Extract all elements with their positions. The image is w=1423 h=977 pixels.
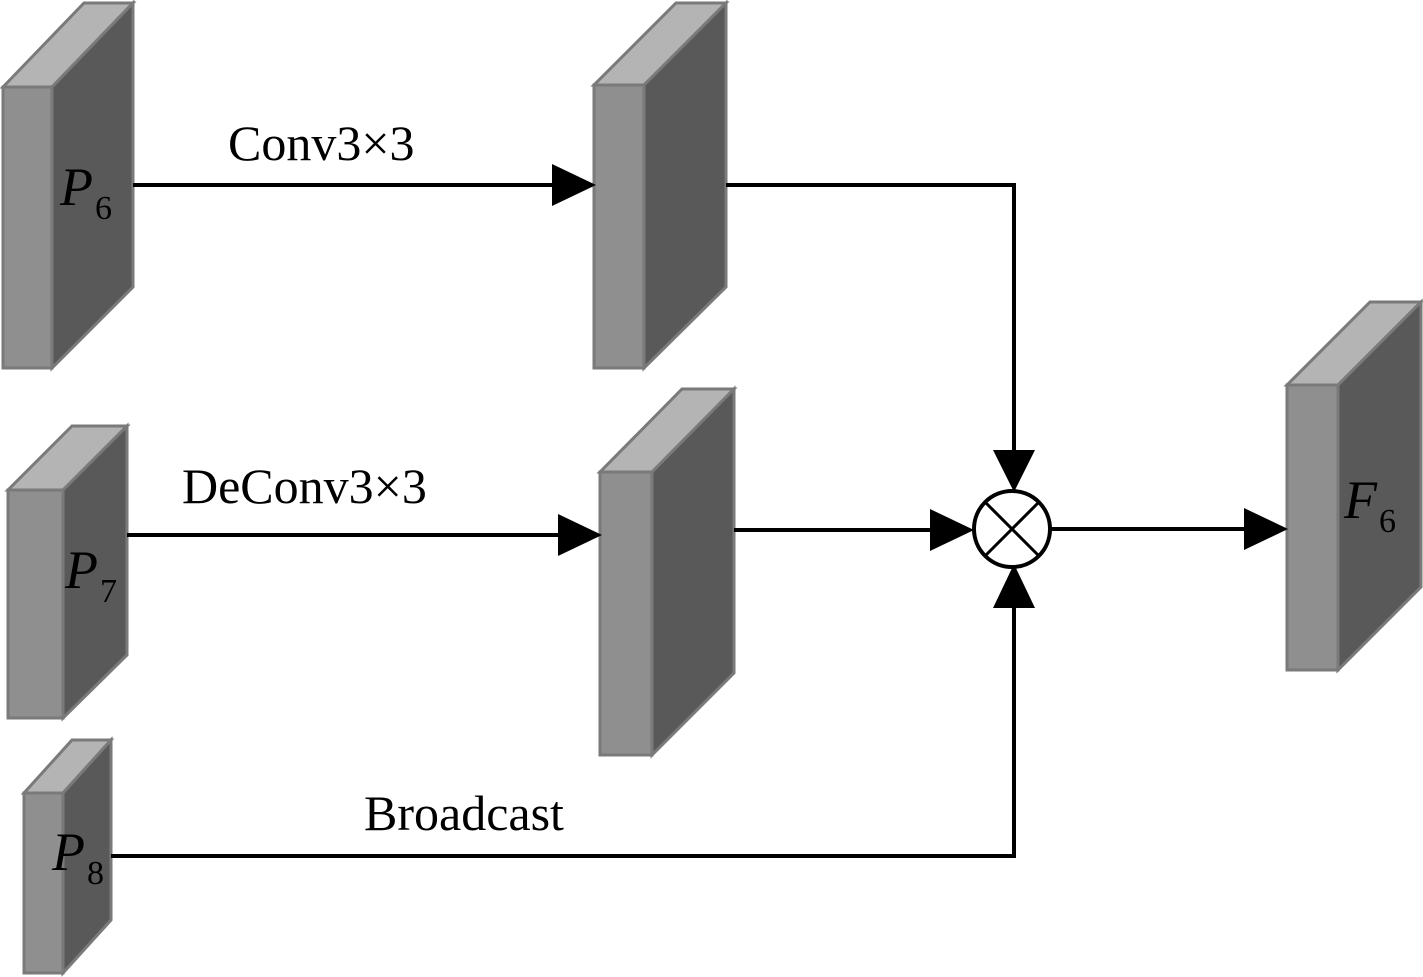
edge-conv-to-operator xyxy=(726,183,1035,492)
label-p7: P7 xyxy=(64,540,117,610)
edge-label-deconv: DeConv3×3 xyxy=(182,458,427,514)
label-f6: F6 xyxy=(1343,470,1396,540)
edge-deconv-to-operator xyxy=(734,509,974,551)
edge-conv xyxy=(133,164,596,206)
block-p7 xyxy=(4,422,131,722)
block-p6 xyxy=(0,0,137,372)
label-p6: P6 xyxy=(59,157,112,227)
edge-deconv xyxy=(127,514,602,556)
edge-label-conv: Conv3×3 xyxy=(228,115,415,171)
multiply-operator-icon xyxy=(972,489,1052,569)
edge-broadcast xyxy=(111,564,1035,858)
block-conv-output xyxy=(590,0,730,372)
edge-label-broadcast: Broadcast xyxy=(364,785,564,841)
label-p8: P8 xyxy=(51,822,104,892)
block-deconv-output xyxy=(596,385,738,759)
block-p8 xyxy=(20,736,115,977)
block-f6 xyxy=(1283,298,1423,674)
edge-operator-to-f6 xyxy=(1050,508,1288,550)
